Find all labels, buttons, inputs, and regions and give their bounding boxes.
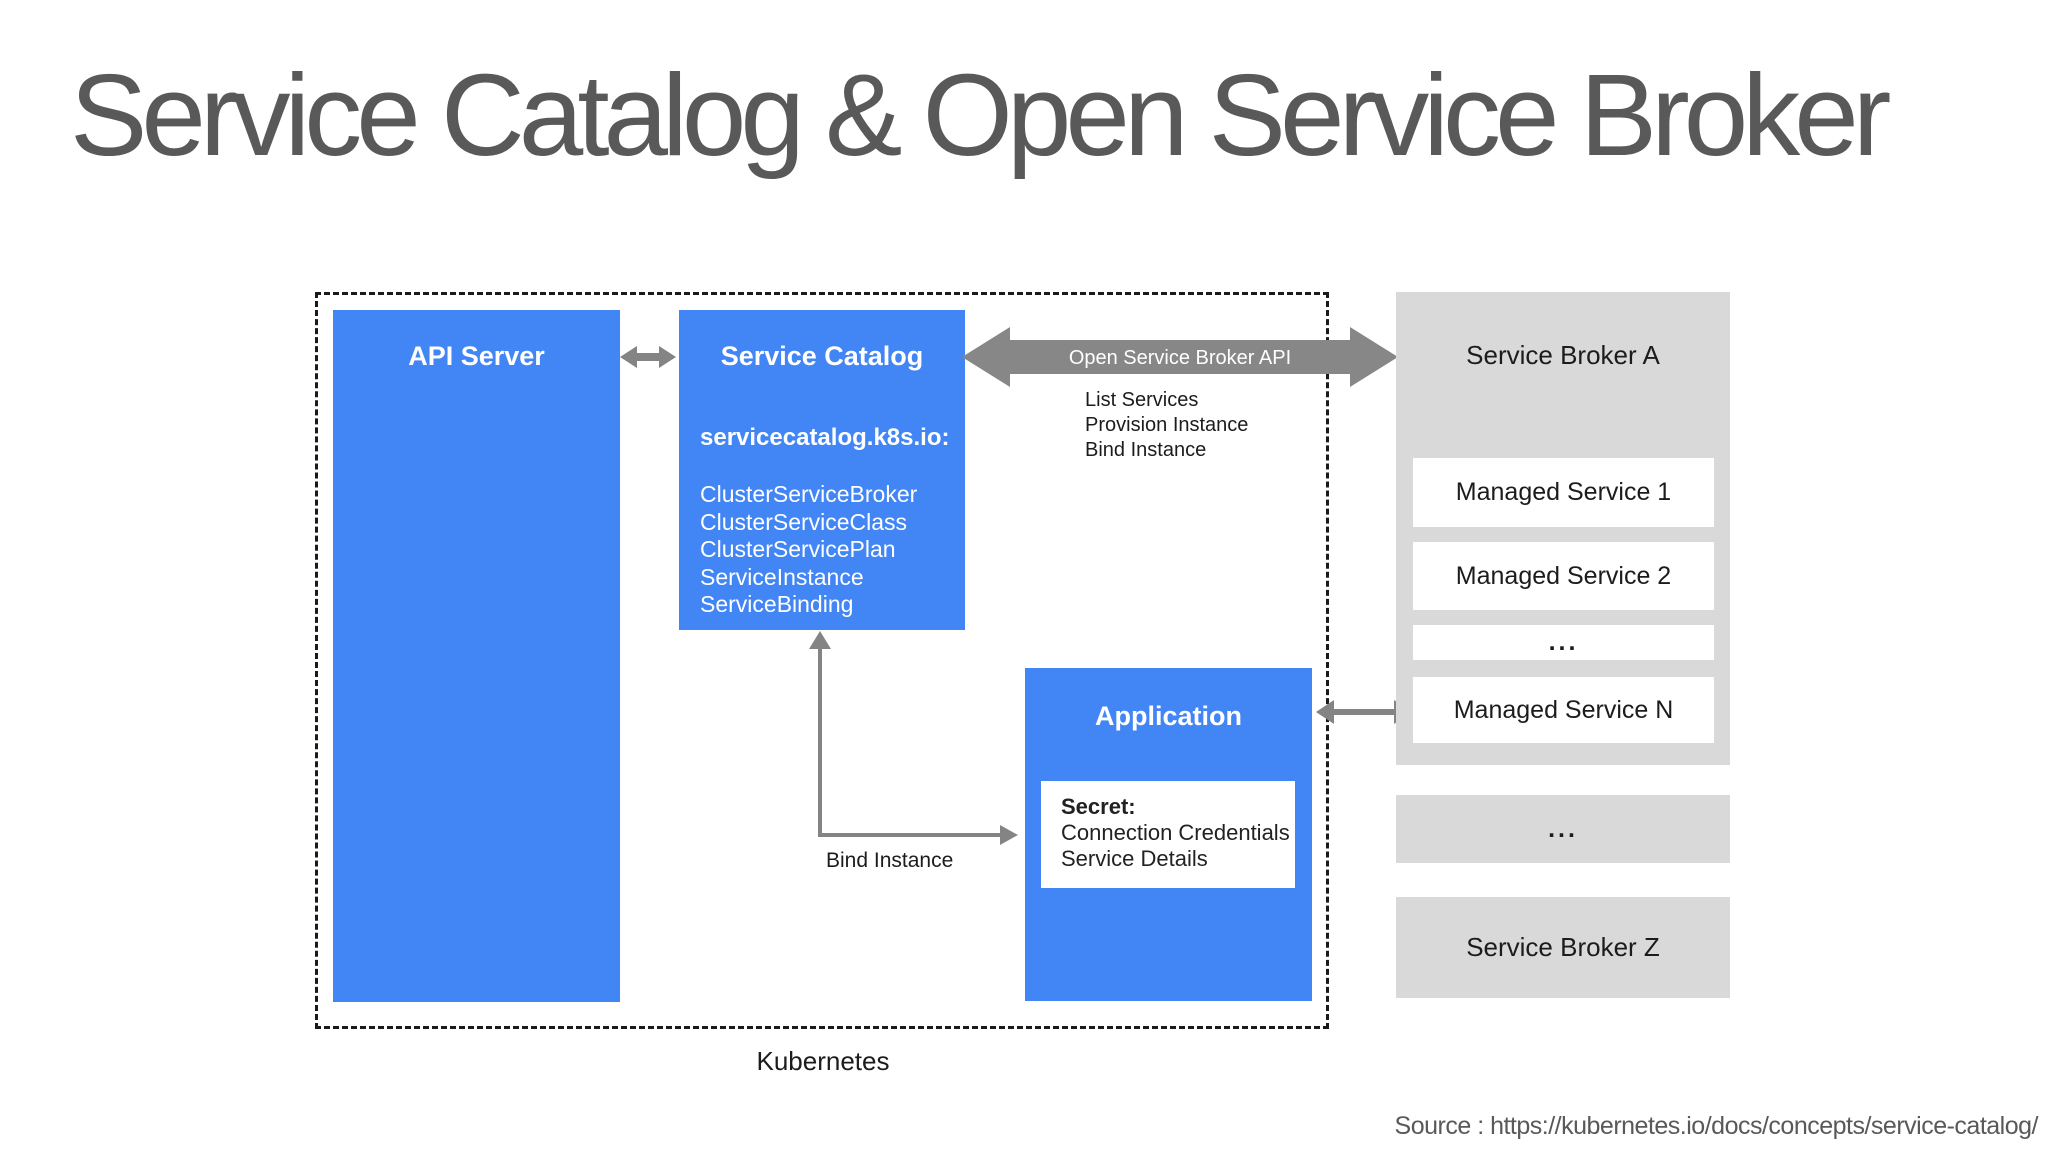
bind-instance-arrow-horizontal: [818, 833, 1002, 837]
api-server-title: API Server: [408, 341, 545, 371]
bind-instance-arrow-up-head: [809, 631, 831, 649]
arrow-shaft: [1330, 709, 1398, 715]
resource-item: ClusterServiceBroker: [700, 481, 918, 507]
operation-item: Provision Instance: [1085, 414, 1249, 436]
application-box: Application Secret: Connection Credentia…: [1025, 668, 1312, 1001]
managed-service-n-box: Managed Service N: [1413, 677, 1714, 743]
operation-item: Bind Instance: [1085, 439, 1207, 461]
osb-arrow: [1008, 340, 1352, 374]
arrow-shaft: [633, 353, 663, 361]
secret-box: Secret: Connection Credentials Service D…: [1041, 781, 1295, 888]
kubernetes-boundary: [315, 292, 1329, 1029]
arrow-left-head: [620, 346, 637, 368]
service-broker-ellipsis-box: ...: [1396, 795, 1730, 863]
arrow-right-head: [659, 346, 676, 368]
api-group-label: servicecatalog.k8s.io:: [700, 424, 950, 451]
bind-instance-arrow-vertical: [818, 648, 822, 835]
service-broker-a-title: Service Broker A: [1466, 340, 1660, 370]
secret-line: Service Details: [1061, 846, 1208, 871]
page-title: Service Catalog & Open Service Broker: [70, 50, 1891, 180]
bind-instance-label: Bind Instance: [826, 849, 954, 872]
secret-title: Secret:: [1061, 794, 1136, 819]
kubernetes-label: Kubernetes: [756, 1046, 890, 1076]
managed-service-ellipsis-box: ...: [1413, 625, 1714, 660]
operation-item: List Services: [1085, 389, 1199, 411]
secret-line: Connection Credentials: [1061, 820, 1290, 845]
osb-operations: List Services Provision Instance Bind In…: [1085, 388, 1248, 463]
api-server-box: API Server: [333, 310, 620, 1002]
service-catalog-title: Service Catalog: [720, 341, 924, 371]
resource-item: ClusterServiceClass: [700, 508, 908, 535]
osb-arrow-left-head: [962, 327, 1010, 387]
service-broker-z-box: Service Broker Z: [1396, 897, 1730, 998]
resource-item: ClusterServicePlan: [700, 536, 896, 563]
source-credit: Source : https://kubernetes.io/docs/conc…: [1394, 1112, 2039, 1140]
service-catalog-box: Service Catalog servicecatalog.k8s.io: C…: [679, 310, 965, 630]
resource-list: ClusterServiceBroker ClusterServiceClass…: [700, 481, 917, 619]
api-server-service-catalog-arrow: [620, 346, 676, 368]
bind-instance-arrow-right-head: [1000, 825, 1018, 845]
resource-item: ServiceBinding: [700, 591, 854, 618]
resource-item: ServiceInstance: [700, 563, 864, 590]
osb-arrow-right-head: [1350, 327, 1398, 387]
managed-service-2-box: Managed Service 2: [1413, 542, 1714, 610]
managed-service-1-box: Managed Service 1: [1413, 458, 1714, 527]
application-title: Application: [1095, 701, 1242, 731]
arrow-left-head: [1316, 700, 1334, 724]
osb-arrow-label: Open Service Broker API: [1068, 347, 1292, 369]
service-broker-a-box: Service Broker A Managed Service 1 Manag…: [1396, 292, 1730, 765]
